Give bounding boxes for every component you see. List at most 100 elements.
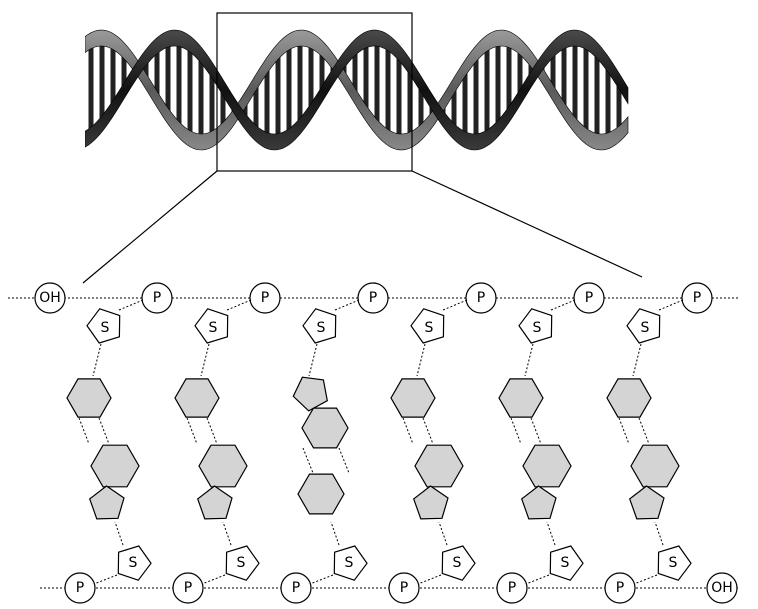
sugar-base-link — [222, 521, 232, 546]
sugar-phosphate-link — [334, 299, 360, 311]
hydrogen-bond — [402, 417, 414, 445]
bottom-phosphate-label: P — [184, 580, 192, 596]
sugar-base-link — [330, 521, 340, 546]
sugar-phosphate-link — [309, 574, 334, 585]
helix-rung — [352, 47, 358, 97]
helix-rung — [319, 48, 325, 95]
sugar-bottom — [117, 545, 152, 581]
helix-rung — [143, 57, 149, 82]
bottom-phosphate-label: P — [76, 580, 84, 596]
helix-rung — [99, 38, 105, 124]
sugar-top — [410, 308, 445, 344]
sugar-top — [194, 308, 229, 344]
hydrogen-bond — [302, 447, 314, 474]
helix-rung — [264, 65, 270, 141]
helix-rung — [484, 43, 490, 139]
bottom-oh-label: OH — [711, 580, 733, 596]
base-hexagon — [297, 473, 345, 515]
base-hexagon — [90, 444, 140, 488]
helix-rung — [286, 41, 292, 137]
base-hexagon — [174, 378, 220, 418]
helix-rung — [616, 81, 622, 135]
helix-rung — [165, 39, 171, 117]
top-phosphate-circle — [357, 282, 389, 314]
helix-rung — [550, 49, 556, 93]
sugar-base-link — [92, 343, 102, 377]
sugar-base-link — [416, 343, 426, 377]
hydrogen-bond — [510, 417, 522, 445]
hydrogen-bond — [422, 417, 434, 445]
base-pentagon — [628, 485, 665, 520]
base-pentagon — [292, 376, 328, 412]
sugar-top-label: S — [425, 320, 434, 336]
bottom-phosphate-circle — [604, 572, 636, 604]
helix-rung — [473, 53, 479, 142]
helix-rung — [154, 45, 160, 100]
bottom-phosphate-label: P — [508, 580, 516, 596]
sugar-base-link — [200, 343, 210, 377]
helix-rung — [396, 52, 402, 142]
helix-rung — [341, 60, 347, 79]
hydrogen-bond — [638, 417, 650, 445]
hydrogen-bond — [530, 417, 542, 445]
sugar-top-label: S — [641, 320, 650, 336]
sugar-top — [626, 308, 661, 344]
sugar-top-label: S — [533, 320, 542, 336]
hydrogen-bond — [98, 417, 110, 445]
bottom-phosphate-circle — [64, 572, 96, 604]
helix-rung — [495, 38, 501, 129]
sugar-top — [86, 308, 121, 344]
sugar-phosphate-link — [658, 299, 684, 311]
top-phosphate-label: P — [585, 290, 593, 306]
helix-rung — [594, 50, 600, 142]
hydrogen-bond — [78, 417, 90, 445]
helix-strand — [85, 29, 629, 151]
sugar-phosphate-link — [93, 574, 118, 585]
base-hexagon — [198, 444, 248, 488]
top-phosphate-circle — [681, 282, 713, 314]
sugar-bottom — [333, 545, 368, 581]
base-hexagon — [522, 444, 572, 488]
base-pentagon — [88, 485, 125, 520]
sugar-phosphate-link — [226, 299, 252, 311]
sugar-phosphate-link — [442, 299, 468, 311]
helix-rung — [253, 82, 259, 134]
helix-rung — [121, 50, 127, 91]
helix-rung — [385, 42, 391, 138]
helix-rung — [209, 70, 215, 140]
sugar-bottom — [657, 545, 692, 581]
helix-rung — [242, 100, 248, 122]
sugar-top — [302, 308, 337, 344]
helix-rung — [176, 38, 182, 130]
bottom-phosphate-label: P — [292, 580, 300, 596]
zoom-line-right — [411, 170, 643, 278]
base-hexagon — [630, 444, 680, 488]
bottom-phosphate-circle — [388, 572, 420, 604]
bottom-phosphate-label: P — [616, 580, 624, 596]
sugar-bottom-label: S — [129, 555, 138, 571]
top-phosphate-label: P — [369, 290, 377, 306]
top-phosphate-label: P — [693, 290, 701, 306]
hydrogen-bond — [618, 417, 630, 445]
base-pentagon — [196, 485, 233, 520]
top-phosphate-circle — [465, 282, 497, 314]
sugar-phosphate-link — [417, 574, 442, 585]
helix-rung — [407, 67, 413, 141]
helix-rung — [297, 38, 303, 127]
sugar-phosphate-link — [118, 299, 144, 311]
helix-rung — [605, 64, 611, 141]
sugar-phosphate-link — [633, 574, 658, 585]
sugar-bottom — [549, 545, 584, 581]
sugar-top-label: S — [317, 320, 326, 336]
base-hexagon — [390, 378, 436, 418]
bottom-phosphate-circle — [172, 572, 204, 604]
top-oh-circle — [34, 282, 66, 314]
helix-strand — [85, 29, 629, 151]
base-hexagon — [301, 407, 349, 449]
